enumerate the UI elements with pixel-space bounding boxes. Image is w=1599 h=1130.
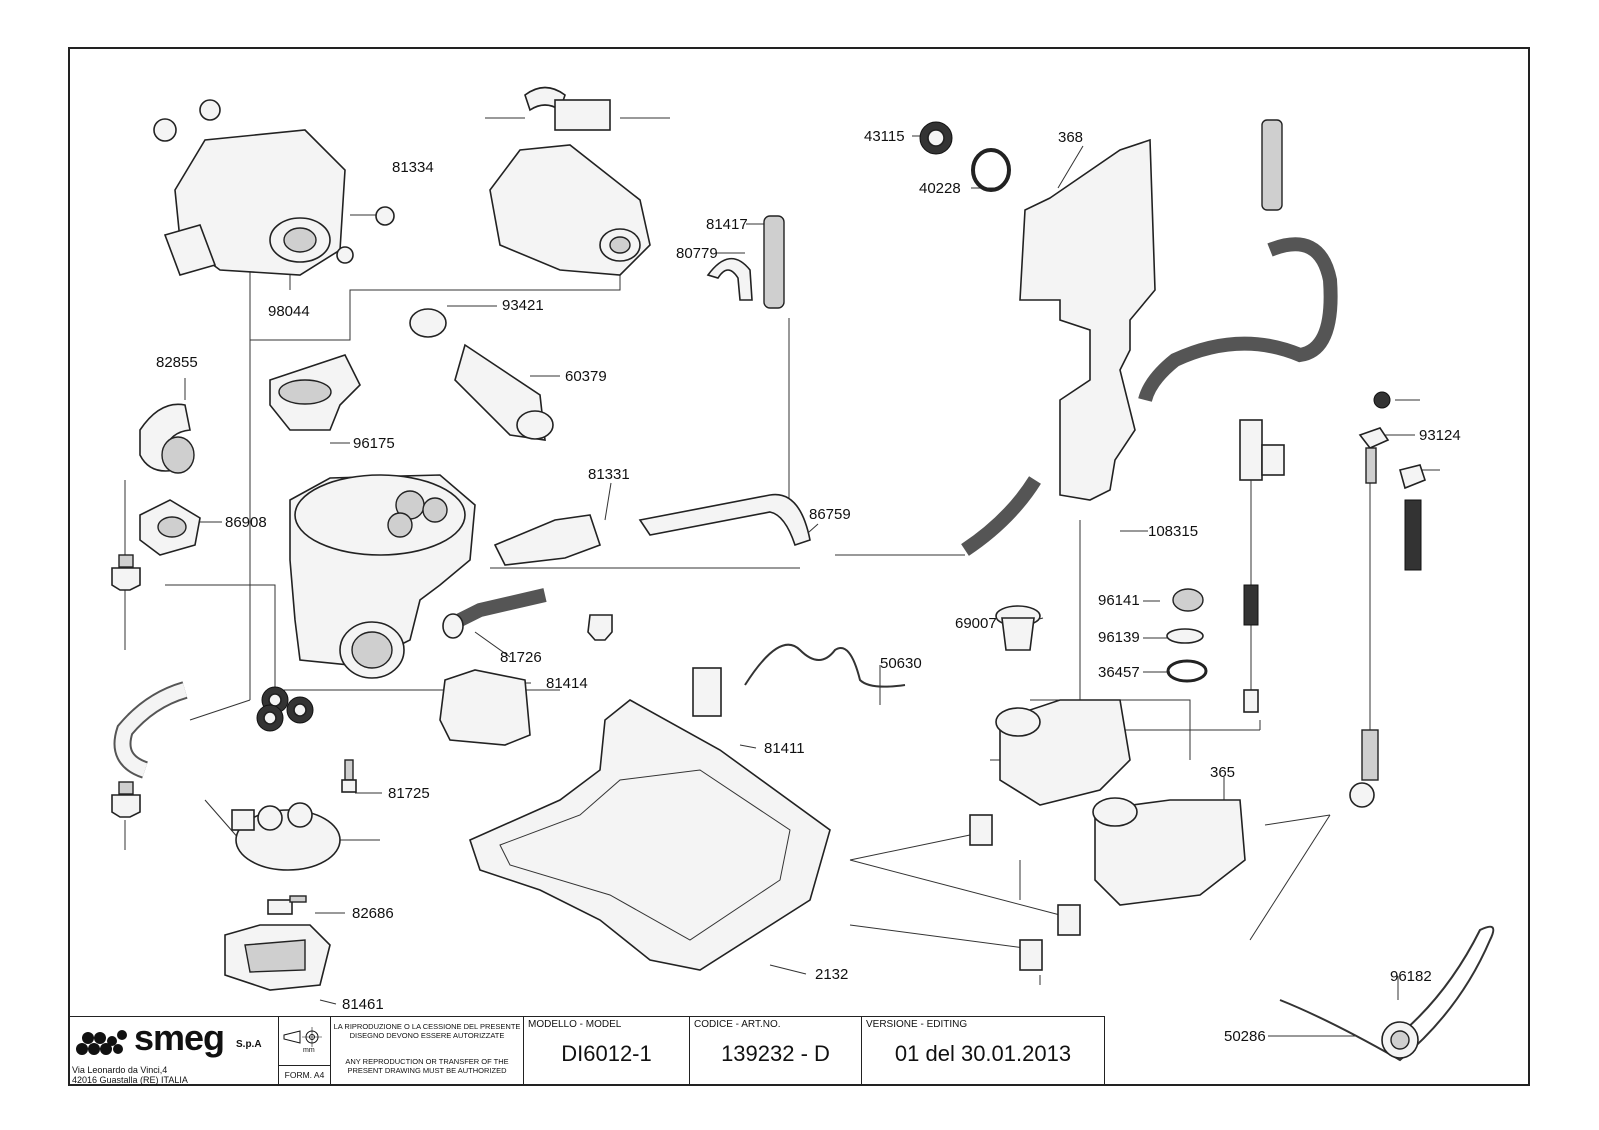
company-address: Via Leonardo da Vinci,4 42016 Guastalla … [72, 1065, 188, 1085]
flow-meter [1239, 419, 1285, 713]
hose-81417 [706, 215, 785, 309]
part-label: 93124 [1419, 427, 1461, 444]
part-label: 43115 [864, 128, 905, 145]
smeg-logo-dots-icon [76, 1030, 127, 1055]
connector-82686 [267, 895, 307, 915]
seal-86908 [139, 499, 201, 556]
part-label: 86759 [809, 506, 851, 523]
part-labels: 98044 81334 93421 60379 81417 80779 4311… [156, 128, 1461, 1045]
version-value: 01 del 30.01.2013 [894, 1041, 1072, 1066]
base-frame-2132 [469, 699, 831, 971]
filter-rings [256, 686, 314, 732]
part-label: 96175 [353, 435, 395, 452]
part-label: 80779 [676, 245, 718, 262]
notice-cell: LA RIPRODUZIONE O LA CESSIONE DEL PRESEN… [331, 1017, 524, 1085]
wash-pump-98044 [153, 99, 395, 276]
part-label: 96141 [1098, 592, 1140, 609]
part-label: 50630 [880, 655, 922, 672]
model-cell: MODELLO - MODEL DI6012-1 [524, 1017, 690, 1085]
part-label: 96139 [1098, 629, 1140, 646]
leader-lines [124, 117, 1440, 1037]
air-break-368 [1019, 138, 1156, 501]
hose-81331 [493, 493, 811, 566]
rings-softener [1166, 588, 1208, 683]
part-label: 50286 [1224, 1028, 1266, 1045]
part-label: 108315 [1148, 523, 1198, 540]
format-label: FORM. A4 [279, 1065, 330, 1080]
brand-suffix: S.p.A [236, 1039, 262, 1050]
softener-upper [995, 699, 1131, 806]
gasket-81461 [224, 924, 331, 991]
unit-label: mm [303, 1047, 315, 1054]
projection-symbol-icon [283, 1027, 322, 1047]
notice-italian: LA RIPRODUZIONE O LA CESSIONE DEL PRESEN… [333, 1022, 521, 1040]
part-label: 93421 [502, 297, 544, 314]
model-header: MODELLO - MODEL [528, 1019, 622, 1030]
module-81414 [439, 669, 531, 746]
part-label: 81461 [342, 996, 384, 1013]
address-line: 42016 Guastalla (RE) ITALIA [72, 1075, 188, 1085]
sump [289, 474, 476, 679]
cap-43115 [919, 121, 953, 155]
part-label: 82855 [156, 354, 198, 371]
part-label: 81414 [546, 675, 588, 692]
version-cell: VERSIONE - EDITING 01 del 30.01.2013 [862, 1017, 1105, 1085]
softener-365 [1092, 797, 1246, 906]
format-cell: mm FORM. A4 [279, 1017, 331, 1085]
part-label: 365 [1210, 764, 1235, 781]
heater-pump-body [231, 802, 341, 871]
microswitches [969, 814, 1081, 971]
deflector-96175 [269, 354, 361, 431]
part-label: 60379 [565, 368, 607, 385]
code-value: 139232 - D [721, 1041, 830, 1066]
drawing-frame [68, 47, 1530, 1086]
cap-69007 [995, 605, 1041, 651]
filter-body-60379 [409, 308, 554, 441]
part-label: 81726 [500, 649, 542, 666]
part-label: 81417 [706, 216, 748, 233]
part-label: 81725 [388, 785, 430, 802]
elbow-hose-left [113, 681, 188, 779]
temperature-sensor-96182 [1279, 925, 1495, 1062]
part-label: 368 [1058, 129, 1083, 146]
part-label: 2132 [815, 966, 848, 983]
pressure-switch-left [111, 554, 141, 818]
version-header: VERSIONE - EDITING [866, 1019, 968, 1030]
drain-hose [961, 119, 1338, 556]
part-label: 82686 [352, 905, 394, 922]
inlet-93124 [1349, 391, 1426, 808]
elbow-82855 [139, 403, 195, 474]
part-label: 81411 [764, 740, 805, 757]
part-label: 36457 [1098, 664, 1140, 681]
address-line: Via Leonardo da Vinci,4 [72, 1065, 168, 1075]
hose-81726 [442, 588, 613, 641]
code-cell: CODICE - ART.NO. 139232 - D [690, 1017, 862, 1085]
model-value: DI6012-1 [561, 1041, 652, 1066]
cable-50630 [692, 643, 906, 717]
notice-english: ANY REPRODUCTION OR TRANSFER OF THE PRES… [345, 1057, 509, 1075]
part-label: 69007 [955, 615, 997, 632]
company-cell: smeg S.p.A Via Leonardo da Vinci,4 42016… [68, 1017, 279, 1085]
seal-40228 [971, 148, 1011, 192]
brand-logo: smeg [134, 1017, 225, 1058]
part-label: 81331 [588, 466, 630, 483]
code-header: CODICE - ART.NO. [694, 1019, 781, 1030]
part-label: 98044 [268, 303, 310, 320]
part-label: 86908 [225, 514, 267, 531]
part-label: 96182 [1390, 968, 1432, 985]
drain-pump [489, 86, 651, 276]
part-label: 81334 [392, 159, 434, 176]
title-block: smeg S.p.A Via Leonardo da Vinci,4 42016… [68, 1016, 1105, 1085]
part-label: 40228 [919, 180, 961, 197]
sensor-81725 [341, 759, 357, 793]
